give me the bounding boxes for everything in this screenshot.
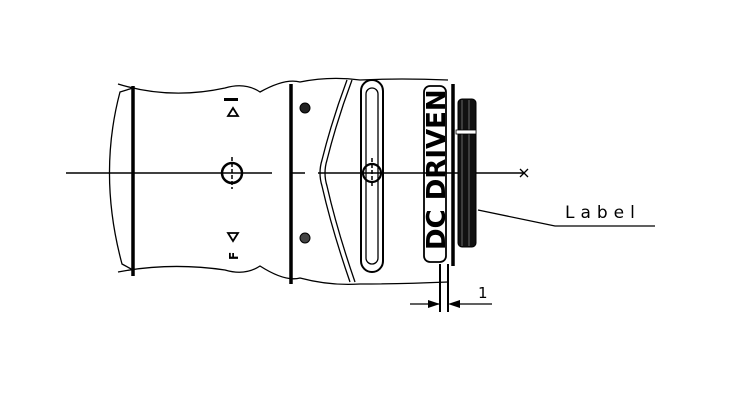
focus-triangle-down <box>226 232 240 243</box>
dimension-value: 1 <box>478 284 488 302</box>
iris-triangle-up <box>226 106 240 117</box>
front-dome-outline <box>108 87 134 271</box>
focus-mark: F <box>227 252 241 260</box>
threaded-mount <box>455 98 477 248</box>
screw-bottom <box>299 232 311 244</box>
dc-driven-label: DC DRIVEN <box>422 89 452 250</box>
screw-top <box>299 102 311 114</box>
callout-label: Label <box>565 203 641 223</box>
